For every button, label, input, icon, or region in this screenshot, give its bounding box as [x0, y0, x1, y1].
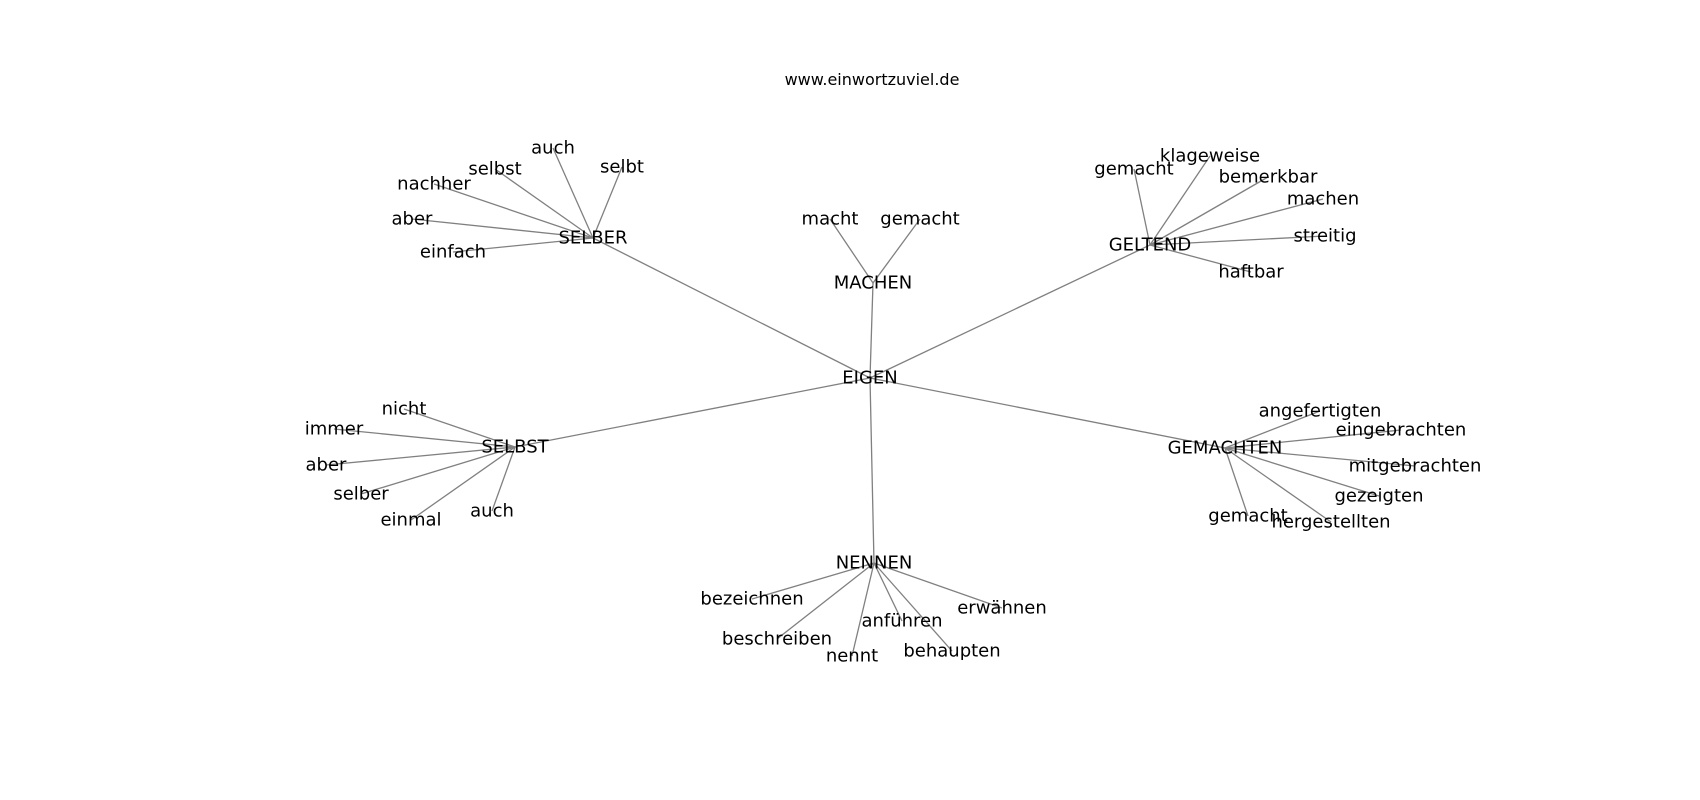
edge-hub-leaf	[1224, 447, 1332, 523]
leaf-node-label: machen	[1287, 189, 1359, 210]
leaf-node-label: immer	[305, 419, 364, 440]
edge-root-hub	[514, 377, 871, 448]
edge-hub-leaf	[776, 562, 875, 640]
leaf-node-label: erwähnen	[957, 598, 1047, 619]
leaf-node-label: nachher	[397, 174, 471, 195]
edge-hub-leaf	[851, 562, 875, 657]
leaf-node-label: bemerkbar	[1219, 167, 1318, 188]
edge-hub-leaf	[1224, 447, 1416, 467]
leaf-node-label: auch	[470, 501, 514, 522]
edge-root-hub	[869, 282, 874, 379]
edge-hub-leaf	[1149, 244, 1252, 273]
edge-root-hub	[592, 237, 871, 379]
leaf-node-label: behaupten	[903, 641, 1000, 662]
leaf-node-label: streitig	[1294, 226, 1357, 247]
edge-hub-leaf	[873, 562, 953, 652]
leaf-node-label: haftbar	[1218, 262, 1284, 283]
edge-hub-leaf	[751, 562, 875, 600]
leaf-node-label: aber	[306, 455, 348, 476]
leaf-node-label: hergestellten	[1271, 512, 1390, 533]
hub-node-label: NENNEN	[836, 553, 913, 574]
root-node-label: EIGEN	[842, 368, 897, 389]
leaf-node-label: mitgebrachten	[1349, 456, 1482, 477]
edge-hub-leaf	[1224, 429, 1402, 449]
edge-layer	[325, 147, 1416, 657]
hub-node-label: GELTEND	[1109, 235, 1192, 256]
hub-node-label: SELBER	[558, 228, 627, 249]
edge-hub-leaf	[491, 446, 516, 512]
leaf-node-label: selbt	[600, 157, 644, 178]
edge-hub-leaf	[1224, 447, 1249, 517]
edge-hub-leaf	[325, 446, 516, 466]
edge-hub-leaf	[494, 168, 594, 239]
edge-hub-leaf	[1149, 176, 1269, 246]
edge-hub-leaf	[552, 147, 594, 239]
leaf-node-label: aber	[392, 209, 434, 230]
leaf-node-label: nennt	[826, 646, 878, 667]
edge-hub-leaf	[1149, 235, 1326, 246]
leaf-node-label: selber	[333, 484, 389, 505]
edge-hub-leaf	[433, 183, 594, 239]
leaf-node-label: gemacht	[1208, 506, 1287, 527]
site-title: www.einwortzuviel.de	[784, 70, 960, 89]
leaf-node-label: nicht	[382, 399, 427, 420]
leaf-node-label: auch	[531, 138, 575, 159]
edge-hub-leaf	[1224, 447, 1380, 497]
edge-hub-leaf	[873, 562, 1003, 609]
edge-hub-leaf	[592, 166, 623, 239]
edge-hub-leaf	[872, 218, 921, 284]
edge-hub-leaf	[1224, 410, 1321, 449]
leaf-node-label: beschreiben	[722, 629, 832, 650]
edge-hub-leaf	[452, 237, 594, 253]
leaf-node-label: gemacht	[880, 209, 959, 230]
leaf-node-label: einfach	[420, 242, 486, 263]
leaf-node-label: gezeigten	[1335, 486, 1424, 507]
edge-hub-leaf	[411, 218, 594, 239]
edge-hub-leaf	[1133, 168, 1151, 246]
leaf-node-label: macht	[802, 209, 859, 230]
edge-hub-leaf	[333, 428, 516, 448]
edge-hub-leaf	[1149, 198, 1324, 246]
hub-node-label: SELBST	[481, 437, 549, 458]
leaf-node-label: gemacht	[1094, 159, 1173, 180]
leaf-node-label: einmal	[380, 510, 441, 531]
edge-hub-leaf	[360, 446, 516, 495]
hub-node-label: GEMACHTEN	[1168, 438, 1283, 459]
edge-root-hub	[869, 377, 1226, 449]
leaf-node-label: anführen	[861, 611, 942, 632]
leaf-node-label: angefertigten	[1259, 401, 1382, 422]
edge-hub-leaf	[873, 562, 903, 622]
leaf-node-label: bezeichnen	[700, 589, 803, 610]
edge-hub-leaf	[1149, 155, 1211, 246]
leaf-node-label: selbst	[468, 159, 521, 180]
edge-hub-leaf	[403, 408, 516, 448]
edge-hub-leaf	[829, 218, 874, 284]
edge-root-hub	[869, 244, 1151, 379]
edge-hub-leaf	[410, 446, 516, 521]
leaf-node-label: klageweise	[1160, 146, 1260, 167]
leaf-node-label: eingebrachten	[1336, 420, 1467, 441]
hub-node-label: MACHEN	[834, 273, 912, 294]
edge-root-hub	[869, 377, 875, 564]
